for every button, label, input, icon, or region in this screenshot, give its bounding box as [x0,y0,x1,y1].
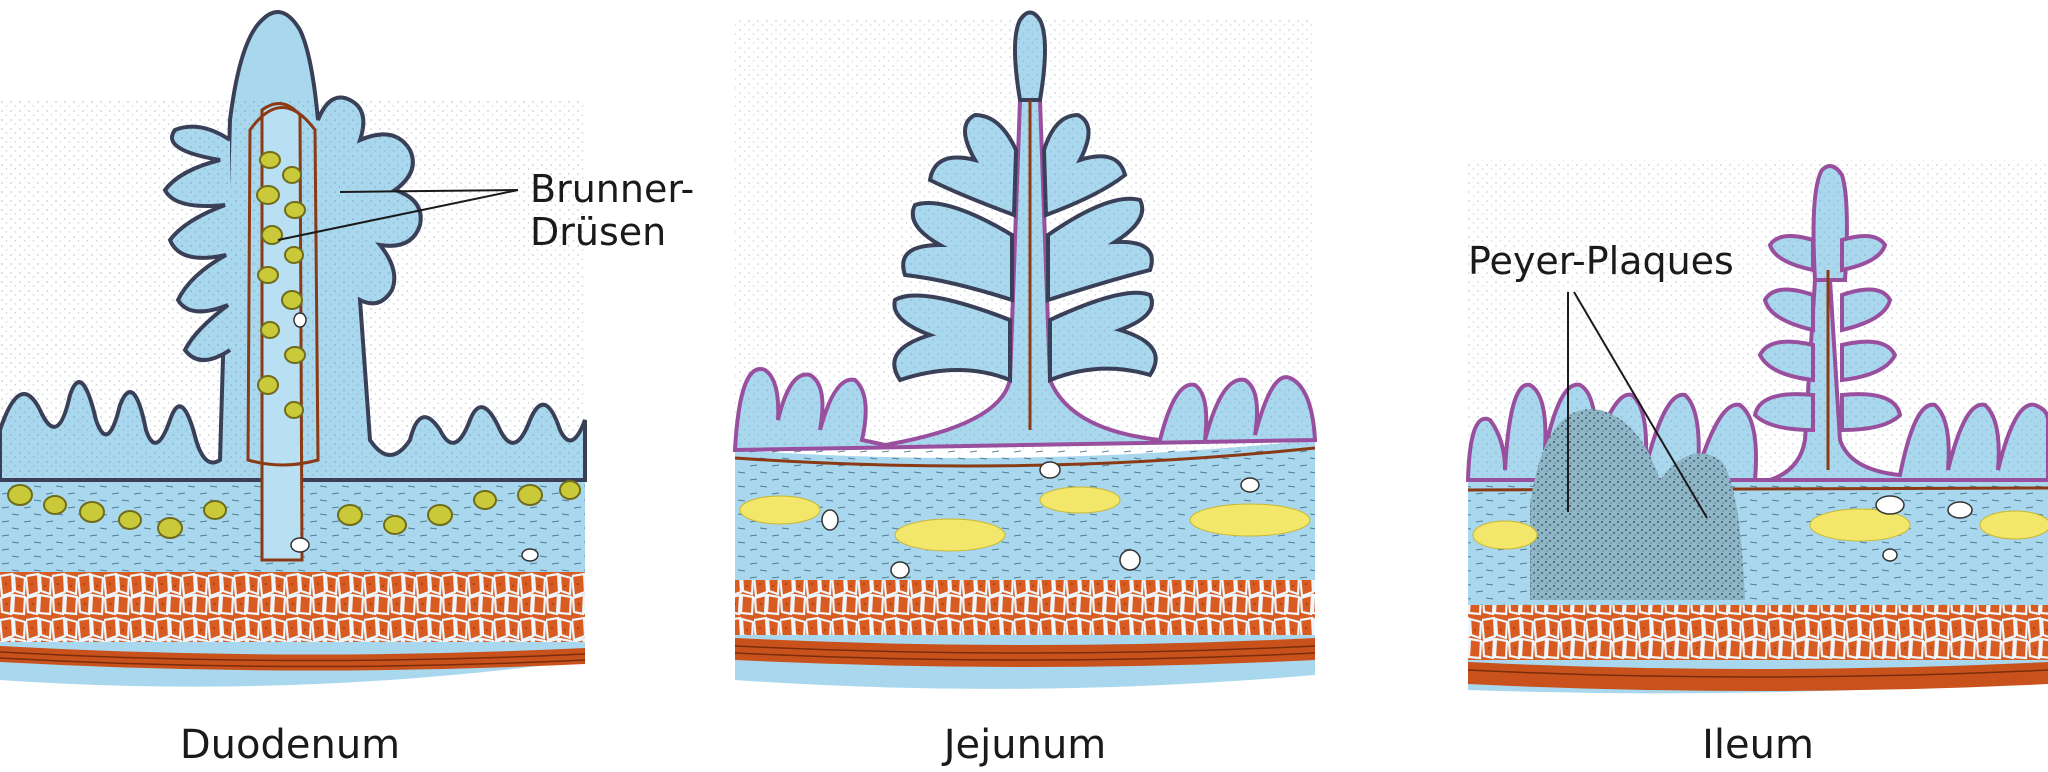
duodenum-panel [0,10,587,687]
brunner-label-line2: Drüsen [530,210,666,254]
jejunum-fat [739,486,1311,552]
peyer-label: Peyer-Plaques [1468,239,1734,283]
brunner-glands [7,151,581,539]
jejunum-muscularis-circular [735,580,1315,635]
duodenum-caption: Duodenum [180,722,400,768]
peyer-patches [1530,409,1745,600]
ileum-panel [1465,160,2048,694]
duodenum-muscularis-circular [0,572,585,642]
peyer-leader-lines [1567,291,1708,519]
ileum-fat [1472,508,2048,550]
jejunum-caption: Jejunum [941,722,1107,768]
brunner-leader-lines [277,189,519,241]
ileum-caption: Ileum [1702,722,1814,768]
ileum-muscularis-circular [1468,605,2048,660]
brunner-label-line1: Brunner- [530,167,694,211]
jejunum-panel [732,10,1318,689]
